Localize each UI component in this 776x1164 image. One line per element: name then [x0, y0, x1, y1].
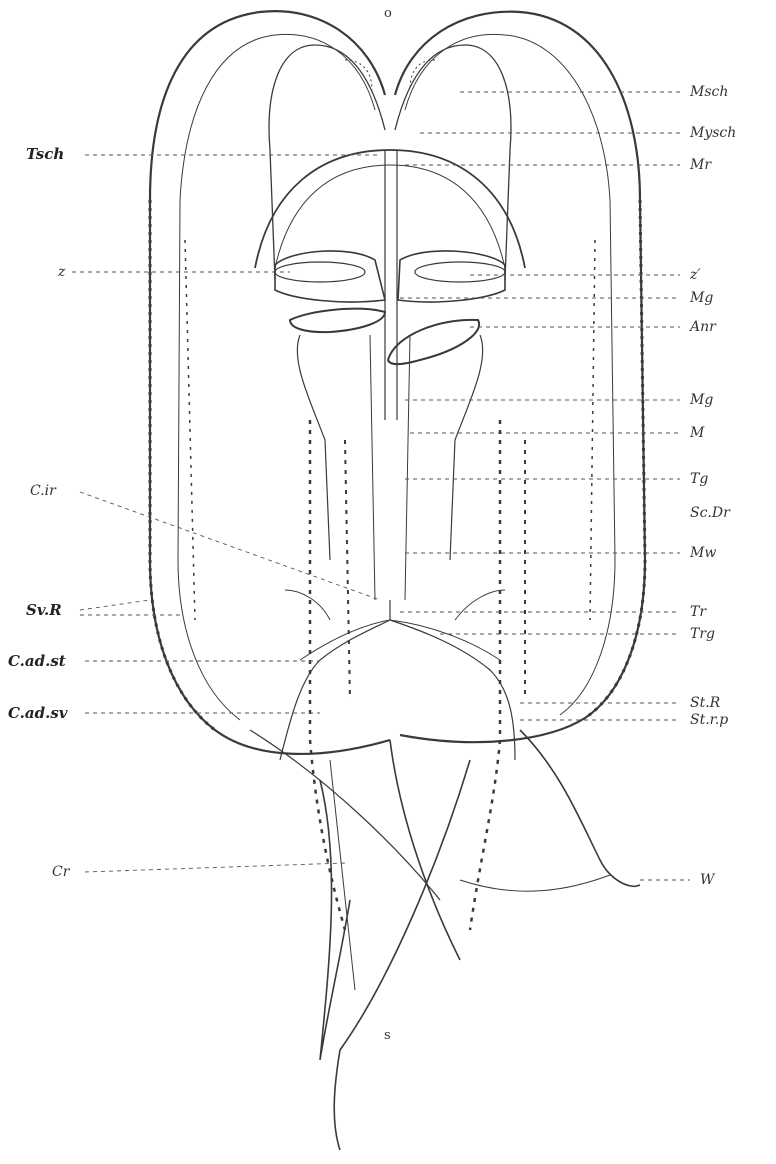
canal-system [280, 590, 515, 760]
left-cup [275, 251, 385, 302]
label-cadsv: C.ad.sv [8, 705, 68, 721]
label-cir: C.ir [30, 483, 56, 499]
inner-loops [269, 45, 511, 280]
label-svr: Sv.R [26, 602, 62, 618]
label-tsch: Tsch [26, 146, 64, 162]
label-z: z [58, 264, 65, 280]
label-scdr: Sc.Dr [690, 505, 730, 521]
label-mw: Mw [690, 545, 716, 561]
label-trg: Trg [690, 626, 715, 642]
upper-dome [255, 150, 525, 420]
stomach [297, 335, 482, 600]
label-mysch: Mysch [690, 125, 736, 141]
label-cr: Cr [52, 864, 69, 880]
label-tg: Tg [690, 471, 708, 487]
oral-pole-label: o [384, 6, 392, 22]
label-z-prime: z′ [690, 267, 701, 283]
label-mg-upper: Mg [690, 290, 713, 306]
label-str: St.R [690, 695, 720, 711]
label-strp: St.r.p [690, 712, 728, 728]
label-m: M [690, 425, 704, 441]
leader-lines [72, 92, 690, 880]
lower-lobes [250, 730, 640, 1150]
label-w: W [700, 872, 714, 888]
label-anr: Anr [690, 319, 716, 335]
label-mr: Mr [690, 157, 711, 173]
label-mg-lower: Mg [690, 392, 713, 408]
right-cup [398, 251, 505, 302]
label-msch: Msch [690, 84, 728, 100]
aboral-pole-label: s [384, 1028, 391, 1044]
label-tr: Tr [690, 604, 706, 620]
label-cadst: C.ad.st [8, 653, 66, 669]
